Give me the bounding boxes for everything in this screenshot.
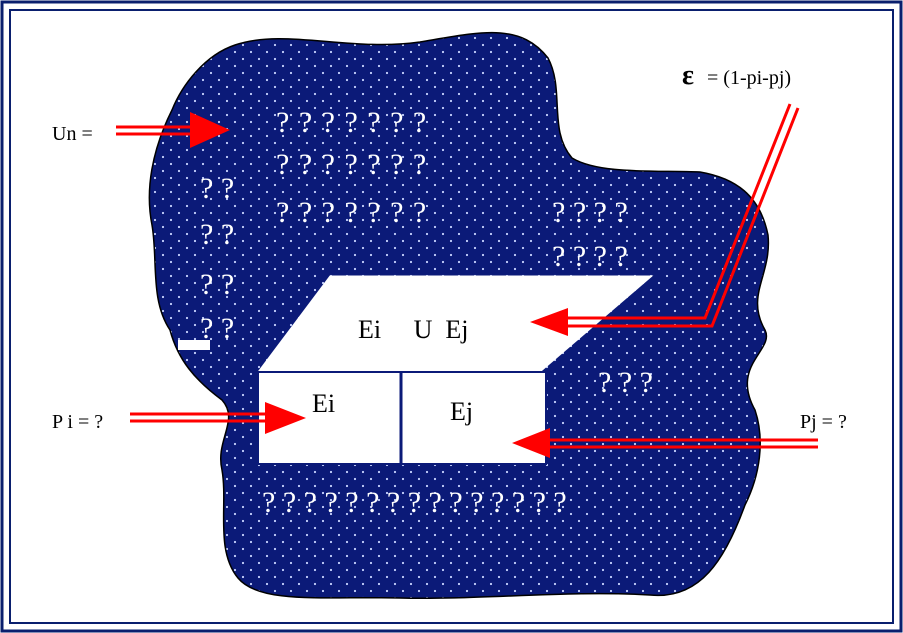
qmarks-mid-right: ? ? ? xyxy=(598,366,653,399)
union-label: Ei U Ej xyxy=(358,315,469,344)
left-white-strip xyxy=(178,340,210,350)
qmarks-left-4: ? ? xyxy=(200,312,234,345)
epsilon-symbol: ε xyxy=(682,60,694,91)
pi-arrow xyxy=(130,402,306,434)
qmarks-top-1: ? ? ? ? ? ? ? xyxy=(276,106,427,139)
un-arrow xyxy=(116,112,230,148)
qmarks-left-3: ? ? xyxy=(200,268,234,301)
pi-label: P i = ? xyxy=(52,411,103,433)
pj-arrow xyxy=(512,428,818,458)
qmarks-left-2: ? ? xyxy=(200,218,234,251)
ej-box xyxy=(400,371,547,465)
qmarks-left-1: ? ? xyxy=(200,172,234,205)
qmarks-bottom: ? ? ? ? ? ? ? ? ? ? ? ? ? ? ? xyxy=(262,486,567,519)
qmarks-top-3: ? ? ? ? ? ? ? xyxy=(276,196,427,229)
ei-label: Ei xyxy=(312,389,335,418)
qmarks-right-1: ? ? ? ? xyxy=(552,196,628,229)
pj-label: Pj = ? xyxy=(800,411,847,433)
ej-label: Ej xyxy=(450,397,473,426)
qmarks-top-2: ? ? ? ? ? ? ? xyxy=(276,148,427,181)
epsilon-arrow xyxy=(530,103,800,336)
inner-frame xyxy=(9,9,894,624)
epsilon-formula: = (1-pi-pj) xyxy=(702,67,791,89)
un-label: Un = xyxy=(52,123,93,145)
qmarks-right-2: ? ? ? ? xyxy=(552,240,628,273)
